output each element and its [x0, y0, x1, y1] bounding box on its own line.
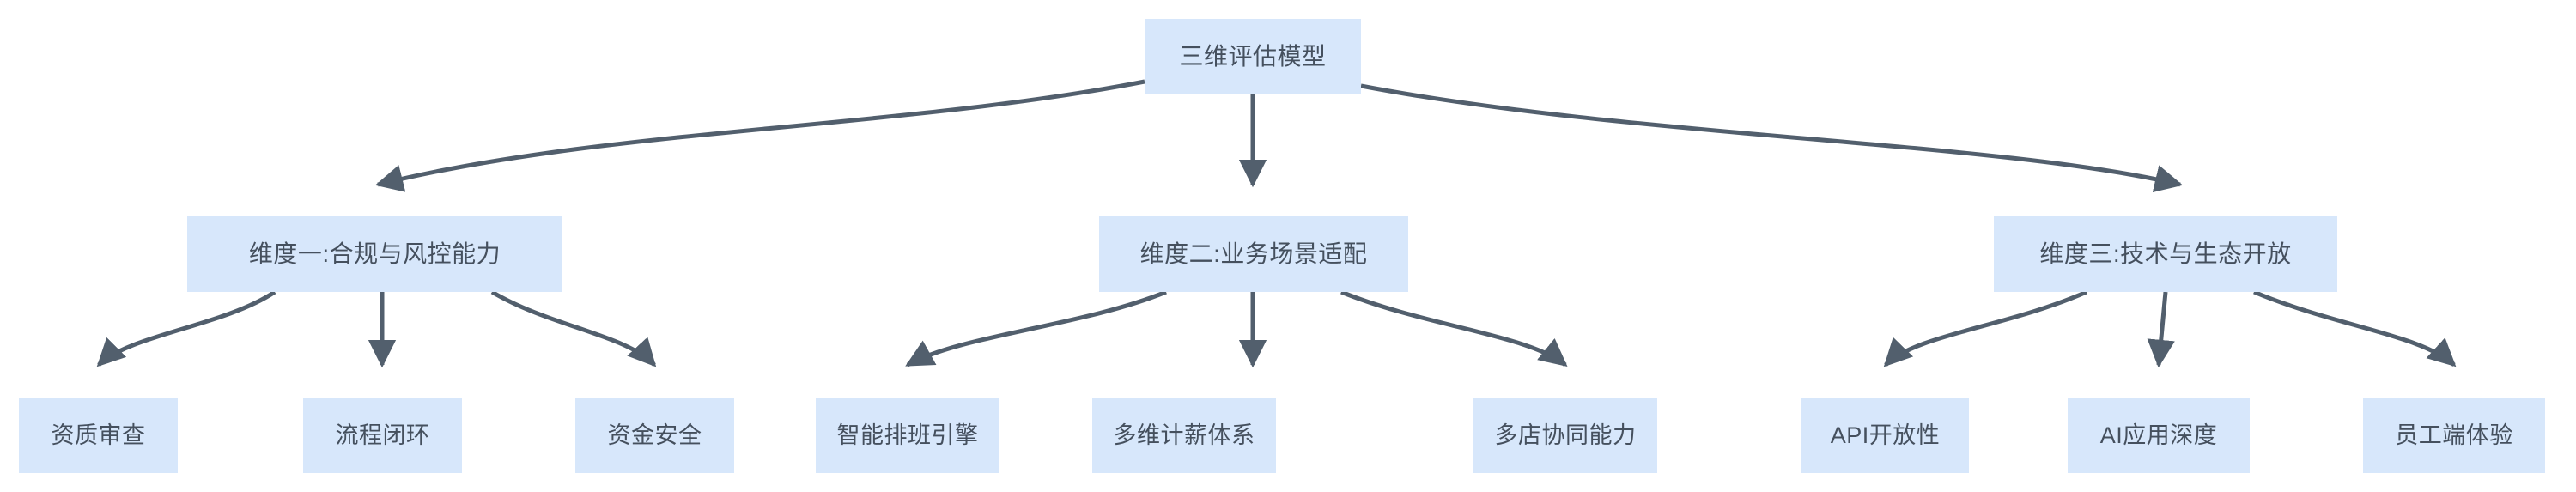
edge-dim1-leaf1	[96, 289, 276, 367]
edge-dim1-leaf3	[490, 289, 657, 367]
node-leaf-ai-application-depth-label: AI应用深度	[2099, 422, 2218, 448]
edge-dim2-leaf6	[1340, 289, 1568, 367]
edge-root-dim3	[1360, 83, 2184, 193]
node-leaf-employee-experience-label: 员工端体验	[2395, 422, 2513, 448]
edge-dim3-leaf8	[2147, 291, 2175, 368]
edge-root-dim1	[374, 79, 1145, 192]
node-leaf-process-closed-loop[interactable]: 流程闭环	[303, 398, 462, 473]
node-root[interactable]: 三维评估模型	[1145, 19, 1361, 94]
node-leaf-fund-security[interactable]: 资金安全	[575, 398, 734, 473]
edge-dim3-leaf7	[1883, 289, 2088, 367]
node-leaf-process-closed-loop-label: 流程闭环	[335, 422, 430, 448]
node-leaf-smart-scheduling-engine-label: 智能排班引擎	[836, 422, 979, 448]
node-dimension-2[interactable]: 维度二:业务场景适配	[1099, 216, 1408, 292]
node-dimension-1-label: 维度一:合规与风控能力	[248, 240, 501, 267]
node-leaf-multi-store-collaboration-label: 多店协同能力	[1494, 422, 1637, 448]
node-leaf-multi-store-collaboration[interactable]: 多店协同能力	[1473, 398, 1657, 473]
node-leaf-api-openness[interactable]: API开放性	[1801, 398, 1969, 473]
node-dimension-2-label: 维度二:业务场景适配	[1139, 240, 1368, 267]
edge-dim2-leaf4	[905, 289, 1167, 367]
node-leaf-multi-dimensional-payroll[interactable]: 多维计薪体系	[1092, 398, 1276, 473]
node-leaf-smart-scheduling-engine[interactable]: 智能排班引擎	[816, 398, 999, 473]
node-leaf-qualification-review-label: 资质审查	[51, 422, 146, 448]
node-leaf-fund-security-label: 资金安全	[607, 422, 702, 448]
node-leaf-qualification-review[interactable]: 资质审查	[19, 398, 178, 473]
node-leaf-employee-experience[interactable]: 员工端体验	[2363, 398, 2545, 473]
node-dimension-1[interactable]: 维度一:合规与风控能力	[187, 216, 562, 292]
node-leaf-multi-dimensional-payroll-label: 多维计薪体系	[1113, 422, 1255, 448]
node-dimension-3[interactable]: 维度三:技术与生态开放	[1994, 216, 2337, 292]
node-root-label: 三维评估模型	[1179, 43, 1327, 70]
edge-dim3-leaf9	[2253, 289, 2457, 367]
node-dimension-3-label: 维度三:技术与生态开放	[2039, 240, 2292, 267]
node-leaf-api-openness-label: API开放性	[1830, 422, 1941, 448]
node-leaf-ai-application-depth[interactable]: AI应用深度	[2068, 398, 2250, 473]
